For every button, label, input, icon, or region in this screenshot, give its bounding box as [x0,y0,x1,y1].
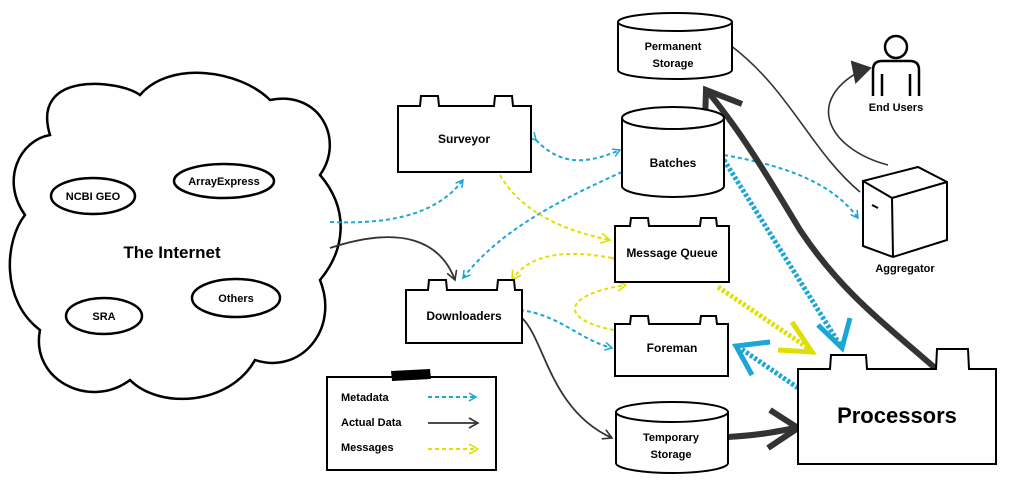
metadata-arrow-processors-foreman [738,345,800,391]
metadata-arrow-downloaders-foreman [519,309,614,351]
metadata-arrow-head-processors-foreman [732,339,771,377]
foreman-box: Foreman [614,315,729,377]
temporary-storage-label-line1: Temporary [643,432,700,444]
foreman-label: Foreman [647,341,698,355]
metadata-arrow-surveyor-batches [528,131,622,162]
legend-messages-label: Messages [341,442,394,454]
temporary-storage-label-line2: Storage [651,449,692,461]
data-arrow-processors-permanent [705,90,937,371]
message-arrow-foreman-queue [573,280,628,331]
batches-label: Batches [650,156,697,170]
permanent-storage-label-line1: Permanent [645,41,702,53]
legend-actual-data-label: Actual Data [341,417,402,429]
aggregator-box: Aggregator [862,165,948,275]
message-arrow-queue-processors [716,284,810,351]
source-label: SRA [92,311,115,323]
internet-cloud: The Internet NCBI GEO ArrayExpress SRA O… [8,71,342,401]
data-arrow-head-users [850,60,872,85]
legend-metadata-label: Metadata [341,392,390,404]
metadata-arrow-internet-surveyor [329,178,464,224]
processors-label: Processors [837,403,957,428]
end-users-label: End Users [869,102,923,114]
permanent-storage-cylinder: Permanent Storage [617,12,733,80]
surveyor-box: Surveyor [397,95,532,173]
data-arrow-permanent-aggregator [729,44,861,193]
source-others: Others [190,277,282,319]
tape-icon [391,369,431,381]
user-body-icon [871,59,921,96]
downloaders-box: Downloaders [405,279,523,344]
data-arrow-aggregator-users [827,67,889,166]
downloaders-label: Downloaders [426,309,502,323]
arrows [329,44,937,451]
internet-title: The Internet [123,243,221,262]
permanent-storage-label-line2: Storage [653,58,694,70]
message-arrow-surveyor-queue [499,174,612,244]
user-head-icon [883,34,909,60]
source-sra: SRA [64,296,144,336]
data-arrow-temp-processors [727,425,796,440]
data-arrow-internet-downloaders [329,236,458,282]
source-label: NCBI GEO [66,191,121,203]
message-arrow-queue-downloaders [511,253,623,282]
aggregator-label: Aggregator [875,263,935,275]
temporary-storage-cylinder: Temporary Storage [615,401,729,474]
end-users-person: End Users [869,34,923,114]
batches-cylinder: Batches [621,106,725,198]
processors-box: Processors [797,348,997,465]
message-queue-box: Message Queue [614,217,730,283]
source-label: ArrayExpress [188,176,260,188]
message-queue-label: Message Queue [626,246,718,260]
metadata-arrow-batches-processors [721,158,843,347]
source-label: Others [218,293,253,305]
data-arrow-downloaders-temp [521,317,614,440]
source-arrayexpress: ArrayExpress [172,162,276,200]
metadata-arrow-batches-downloaders [462,165,631,280]
metadata-arrow-head-batches-processors [816,317,853,353]
message-arrow-head-queue-processors [777,320,817,355]
legend: Metadata Actual Data Messages [326,369,497,471]
source-ncbi-geo: NCBI GEO [49,176,137,216]
metadata-arrow-batches-aggregator [723,154,859,220]
surveyor-label: Surveyor [438,132,490,146]
